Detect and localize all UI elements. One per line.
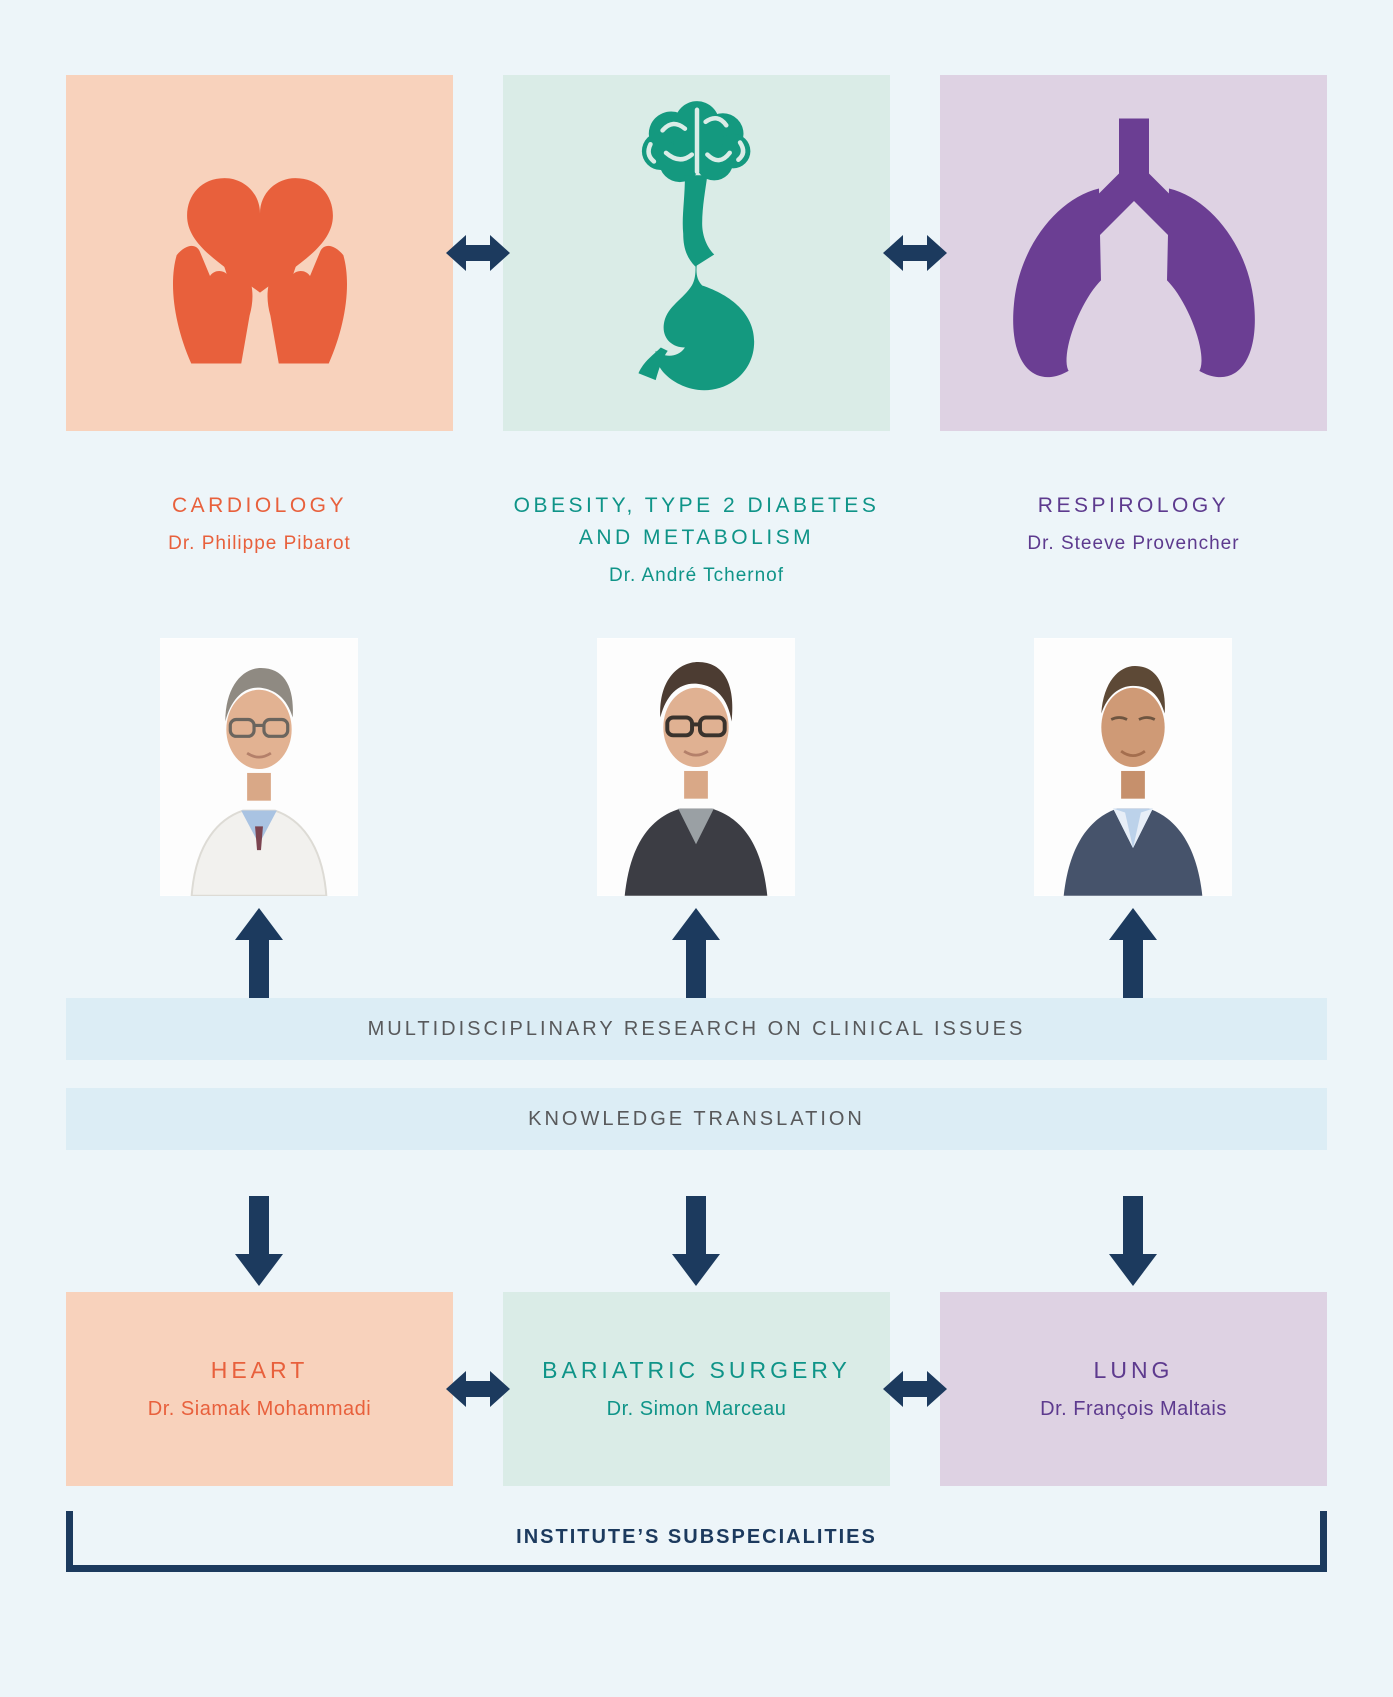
subspecialty-title: HEART [210,1357,309,1383]
research-band: MULTIDISCIPLINARY RESEARCH ON CLINICAL I… [66,998,1327,1060]
institute-subspecialities-label: INSTITUTE’S SUBSPECIALITIES [516,1525,877,1548]
specialty-title: OBESITY, TYPE 2 DIABETES AND METABOLISM [513,494,880,549]
lung-subspecialty-box: LUNG Dr. François Maltais [940,1292,1327,1486]
knowledge-band-label: KNOWLEDGE TRANSLATION [528,1107,865,1130]
subspecialty-title: BARIATRIC SURGERY [542,1357,851,1383]
specialty-title: CARDIOLOGY [171,494,348,517]
subspecialty-doctor: Dr. Siamak Mohammadi [147,1398,372,1420]
arrow-up-icon [1109,908,1157,998]
research-band-label: MULTIDISCIPLINARY RESEARCH ON CLINICAL I… [367,1017,1026,1040]
cardiology-header: CARDIOLOGY Dr. Philippe Pibarot [49,490,470,555]
bracket-left-tick [66,1511,73,1568]
specialty-title: RESPIROLOGY [1037,494,1230,517]
arrow-down-icon [1109,1196,1157,1286]
obesity-header: OBESITY, TYPE 2 DIABETES AND METABOLISM … [486,490,907,587]
cardiology-tile [66,75,453,431]
brain-stomach-icon [585,96,809,411]
respirology-header: RESPIROLOGY Dr. Steeve Provencher [923,490,1344,555]
bracket-right-tick [1320,1511,1327,1568]
double-arrow-icon [883,231,947,275]
portrait-photo-provencher [1034,638,1232,896]
heart-in-hands-icon [129,126,391,381]
heart-subspecialty-box: HEART Dr. Siamak Mohammadi [66,1292,453,1486]
respirology-tile [940,75,1327,431]
knowledge-translation-band: KNOWLEDGE TRANSLATION [66,1088,1327,1150]
obesity-tile [503,75,890,431]
portrait-photo-pibarot [160,638,358,896]
specialty-doctor: Dr. Philippe Pibarot [168,533,351,554]
bracket-label-container: INSTITUTE’S SUBSPECIALITIES [66,1512,1327,1562]
arrow-down-icon [235,1196,283,1286]
bariatric-surgery-subspecialty-box: BARIATRIC SURGERY Dr. Simon Marceau [503,1292,890,1486]
specialty-doctor: Dr. Steeve Provencher [1027,533,1240,554]
arrow-up-icon [235,908,283,998]
double-arrow-icon [883,1367,947,1411]
bracket-line [66,1565,1327,1572]
double-arrow-icon [446,231,510,275]
portrait-photo-tchernof [597,638,795,896]
subspecialty-doctor: Dr. Simon Marceau [606,1398,787,1420]
lungs-icon [984,113,1284,394]
arrow-up-icon [672,908,720,998]
arrow-down-icon [672,1196,720,1286]
double-arrow-icon [446,1367,510,1411]
subspecialty-title: LUNG [1093,1357,1174,1383]
subspecialty-doctor: Dr. François Maltais [1040,1398,1227,1420]
specialty-doctor: Dr. André Tchernof [608,565,785,586]
